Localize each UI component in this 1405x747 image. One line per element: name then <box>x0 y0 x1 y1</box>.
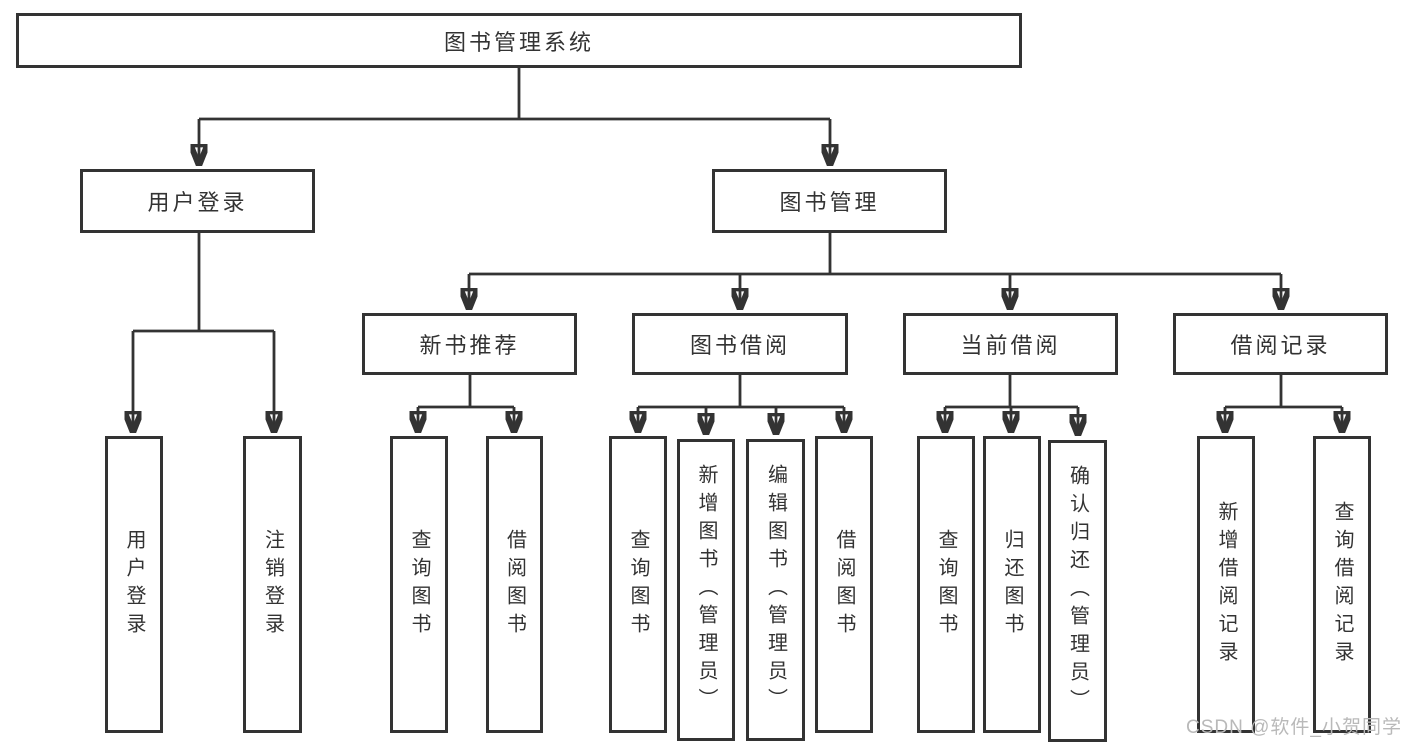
leaf-user-login: 用户登录 <box>105 436 163 733</box>
leaf-query-borrow-record: 查询借阅记录 <box>1313 436 1371 733</box>
leaf-add-borrow-record: 新增借阅记录 <box>1197 436 1255 733</box>
node-book-management: 图书管理 <box>712 169 947 233</box>
node-book-borrow: 图书借阅 <box>632 313 848 375</box>
leaf-return-books: 归还图书 <box>983 436 1041 733</box>
csdn-watermark: CSDN @软件_小贺同学 <box>1186 717 1402 738</box>
leaf-confirm-return-admin: 确认归还（管理员） <box>1048 440 1107 742</box>
leaf-borrow-books-recommend: 借阅图书 <box>486 436 543 733</box>
leaf-logout: 注销登录 <box>243 436 302 733</box>
node-borrow-records: 借阅记录 <box>1173 313 1388 375</box>
leaf-query-books-recommend: 查询图书 <box>390 436 448 733</box>
leaf-query-books-borrow: 查询图书 <box>609 436 667 733</box>
leaf-edit-books-admin: 编辑图书（管理员） <box>746 439 805 741</box>
node-root-system: 图书管理系统 <box>16 13 1022 68</box>
leaf-add-books-admin: 新增图书（管理员） <box>677 439 735 741</box>
node-user-login: 用户登录 <box>80 169 315 233</box>
node-current-borrow: 当前借阅 <box>903 313 1118 375</box>
leaf-query-books-current: 查询图书 <box>917 436 975 733</box>
leaf-borrow-books: 借阅图书 <box>815 436 873 733</box>
node-new-book-recommend: 新书推荐 <box>362 313 577 375</box>
